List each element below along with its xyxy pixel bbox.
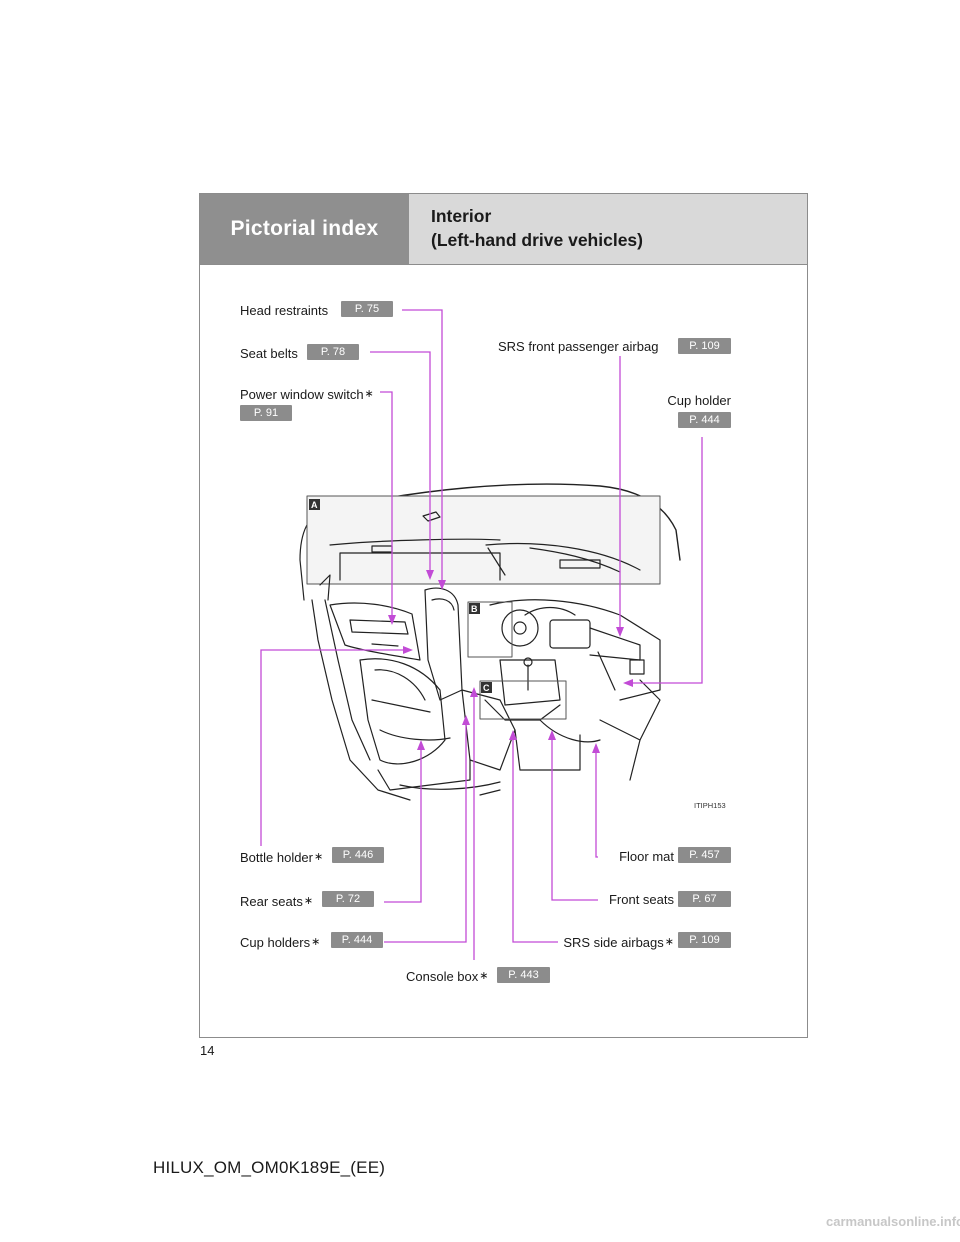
asterisk-icon: ∗ [479, 970, 489, 982]
page-ref-floor-mat[interactable]: P. 457 [678, 847, 731, 863]
label-bottle-holder: Bottle holder∗ [240, 849, 323, 866]
label-srs-front-passenger: SRS front passenger airbag [498, 339, 659, 354]
label-head-restraints: Head restraints [240, 303, 329, 318]
cup-holders-text: Cup holders [240, 935, 311, 950]
page-ref-console-box[interactable]: P. 443 [497, 967, 550, 983]
document-footer: HILUX_OM_OM0K189E_(EE) [153, 1158, 386, 1177]
bottle-holder-text: Bottle holder [240, 850, 313, 865]
page-ref-rear-seats[interactable]: P. 72 [322, 891, 374, 907]
label-floor-mat: Floor mat [619, 849, 674, 864]
heading-line-2: (Left-hand drive vehicles) [431, 230, 643, 250]
heading-line-1: Interior [431, 206, 492, 226]
label-seat-belts: Seat belts [240, 346, 298, 361]
watermark: carmanualsonline.info [826, 1214, 960, 1229]
marker-b: B [471, 604, 478, 614]
label-front-seats: Front seats [608, 892, 674, 907]
page-ref-srs-front-passenger[interactable]: P. 109 [678, 338, 731, 354]
asterisk-icon: ∗ [303, 895, 314, 907]
page-ref-front-seats[interactable]: P. 67 [678, 891, 731, 907]
page-ref-power-window[interactable]: P. 91 [240, 405, 292, 421]
asterisk-icon: ∗ [311, 936, 321, 948]
marker-a: A [311, 500, 318, 510]
console-box-text: Console box [406, 969, 479, 984]
page-ref-head-restraints[interactable]: P. 75 [341, 301, 393, 317]
asterisk-icon: ∗ [364, 388, 374, 400]
page-ref-srs-side-airbags[interactable]: P. 109 [678, 932, 731, 948]
figure-code: ITIPH153 [694, 801, 726, 810]
label-srs-side-airbags: SRS side airbags∗ [540, 934, 674, 951]
section-title: Pictorial index [230, 217, 379, 240]
label-cup-holder: Cup holder [667, 393, 731, 408]
asterisk-icon: ∗ [314, 851, 324, 863]
label-power-window: Power window switch∗ [240, 386, 374, 403]
asterisk-icon: ∗ [664, 936, 674, 948]
srs-side-text: SRS side airbags [563, 935, 664, 950]
label-cup-holders: Cup holders∗ [240, 934, 320, 951]
page-ref-bottle-holder[interactable]: P. 446 [332, 847, 384, 863]
header-divider [200, 264, 807, 265]
page-ref-cup-holder[interactable]: P. 444 [678, 412, 731, 428]
label-rear-seats: Rear seats∗ [240, 893, 313, 910]
section-tab: Pictorial index [200, 194, 409, 264]
page-number: 14 [200, 1043, 215, 1058]
page-ref-cup-holders[interactable]: P. 444 [331, 932, 383, 948]
power-window-text: Power window switch [240, 387, 364, 402]
page-ref-seat-belts[interactable]: P. 78 [307, 344, 359, 360]
page-heading: Interior (Left-hand drive vehicles) [409, 194, 807, 264]
marker-c: C [483, 683, 490, 693]
label-console-box: Console box∗ [406, 968, 489, 985]
rear-seats-text: Rear seats [240, 894, 303, 909]
page-frame [199, 193, 808, 1038]
